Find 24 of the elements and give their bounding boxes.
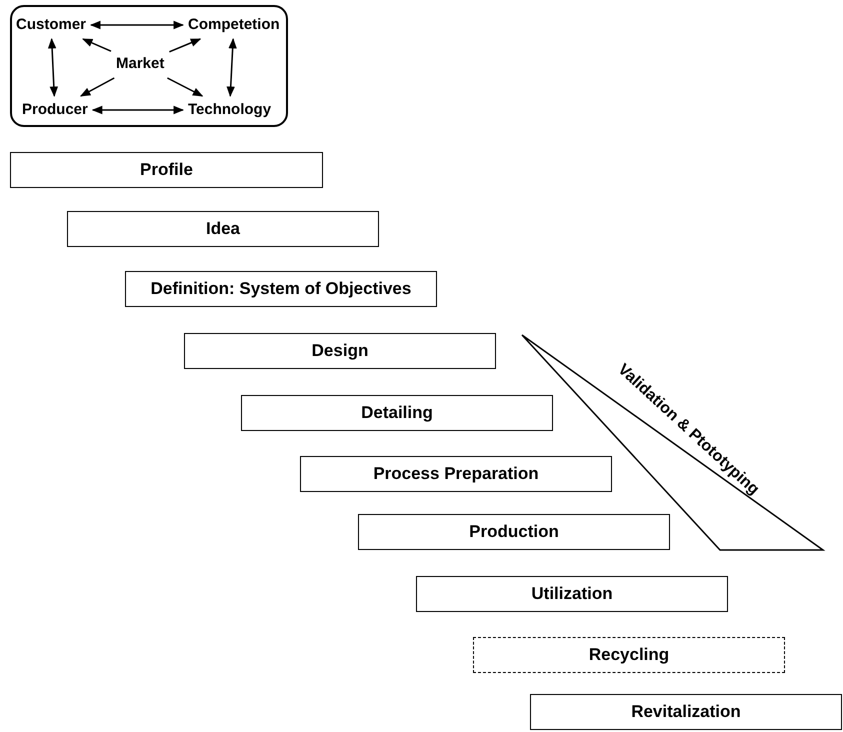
- arrow: [82, 38, 112, 52]
- rounded-panel: [10, 5, 288, 127]
- stage-box: Design: [184, 333, 496, 369]
- stage-box: Definition: System of Objectives: [125, 271, 437, 307]
- factor-label: Producer: [22, 101, 88, 119]
- stage-box: Idea: [67, 211, 379, 247]
- stage-box: Utilization: [416, 576, 728, 612]
- stage-box: Recycling: [473, 637, 785, 673]
- factor-label: Technology: [188, 101, 272, 119]
- arrow: [226, 38, 237, 98]
- factor-label: Market: [116, 55, 164, 73]
- arrow: [169, 38, 202, 53]
- stage-box: Process Preparation: [300, 456, 612, 492]
- factor-label: Customer: [16, 16, 86, 34]
- arrow: [48, 38, 58, 98]
- factor-label: Competetion: [188, 16, 280, 34]
- arrow: [80, 77, 115, 97]
- stage-box: Detailing: [241, 395, 553, 431]
- stage-box: Profile: [10, 152, 323, 188]
- arrow: [92, 106, 184, 114]
- stage-box: Revitalization: [530, 694, 842, 730]
- arrow: [90, 20, 184, 30]
- stage-box: Production: [358, 514, 670, 550]
- arrow: [167, 77, 204, 97]
